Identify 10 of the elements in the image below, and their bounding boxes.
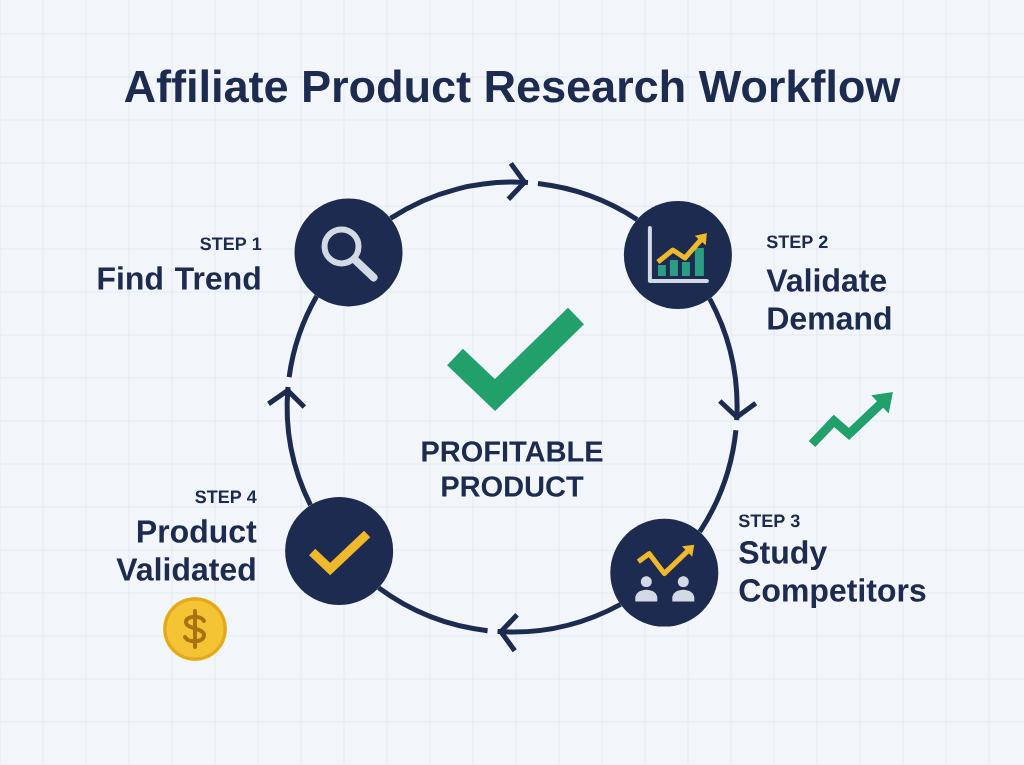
center-label: PROFITABLE PRODUCT xyxy=(422,441,603,497)
step-label: STEP 3 xyxy=(738,514,800,528)
step-label: STEP 4 xyxy=(195,490,257,504)
step-label: STEP 2 xyxy=(766,235,828,249)
step-title: Product Validated xyxy=(116,519,257,581)
step-title: Find Trend xyxy=(98,266,260,290)
step-title: Study Competitors xyxy=(739,540,926,609)
step-label: STEP 1 xyxy=(200,237,262,251)
step-title: Validate Demand xyxy=(766,268,891,330)
title: Affiliate Product Research Workflow xyxy=(124,69,901,103)
